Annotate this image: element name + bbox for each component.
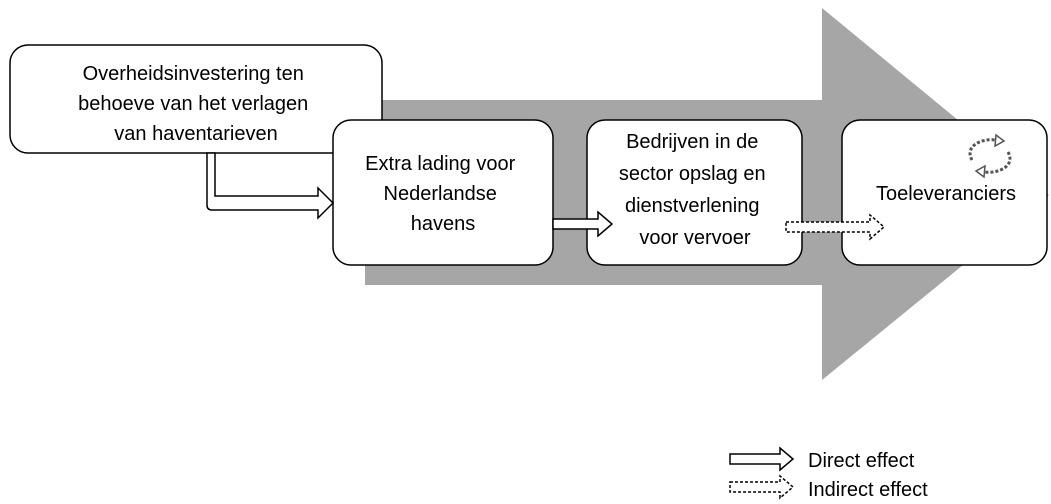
legend-indirect-arrow	[729, 474, 795, 500]
cargo-line-2: Nederlandse	[384, 183, 497, 205]
legend-indirect-label: Indirect effect	[808, 479, 928, 501]
investment-box	[9, 44, 383, 154]
indirect-arrow-companies-to-suppliers	[785, 213, 886, 241]
companies-line-1: Bedrijven in de	[626, 131, 758, 153]
companies-box-text: Bedrijven in de sector opslag en dienstv…	[619, 131, 771, 249]
companies-line-3: dienstverlening	[625, 195, 760, 217]
investment-line-1: Overheidsinvestering ten	[83, 63, 304, 85]
cycle-arrows-icon	[968, 133, 1012, 179]
companies-line-4: voor vervoer	[639, 227, 750, 249]
investment-box-text: Overheidsinvestering ten behoeve van het…	[78, 63, 314, 145]
direct-arrow-cargo-to-companies	[552, 210, 614, 238]
legend-direct-label: Direct effect	[808, 450, 915, 472]
cargo-box-text: Extra lading voor Nederlandse havens	[365, 153, 521, 235]
cargo-line-3: havens	[411, 213, 476, 235]
legend-direct-arrow	[729, 446, 795, 472]
cargo-line-1: Extra lading voor	[365, 153, 515, 175]
investment-line-2: behoeve van het verlagen	[78, 93, 308, 115]
cargo-box	[332, 119, 554, 266]
direct-arrow-investment-to-cargo	[206, 152, 335, 220]
investment-line-3: van haventarieven	[114, 123, 277, 145]
companies-line-2: sector opslag en	[619, 163, 766, 185]
companies-box	[586, 119, 803, 266]
suppliers-box-text: Toeleveranciers	[876, 183, 1016, 205]
suppliers-box	[841, 119, 1048, 266]
suppliers-line-1: Toeleveranciers	[876, 183, 1016, 205]
